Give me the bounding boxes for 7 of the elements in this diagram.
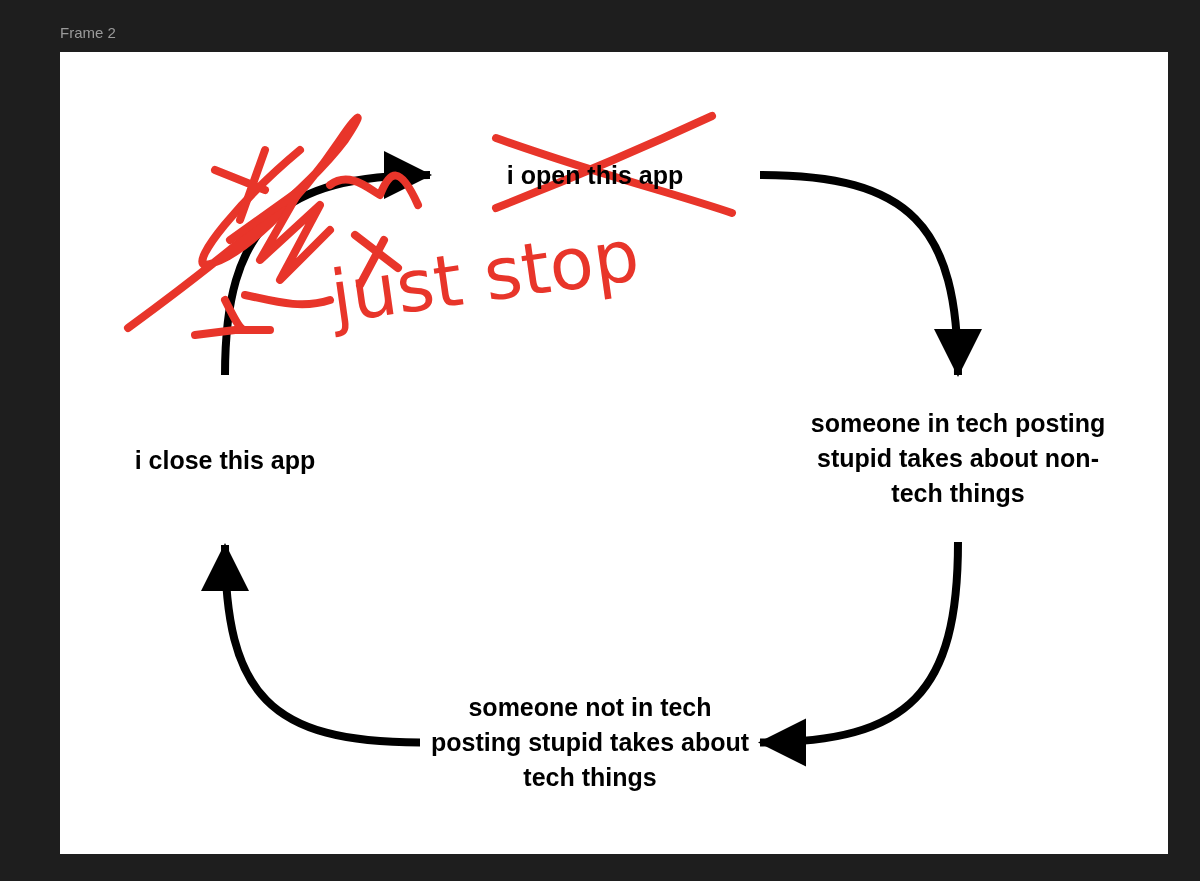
arrow — [759, 171, 981, 377]
frame-name: Frame 2 — [60, 23, 116, 43]
step-text: i close this app — [134, 444, 316, 476]
step-text: someone not in tech posting stupid takes about tech things — [429, 692, 751, 793]
step-text: someone in tech posting stupid takes about non-tech things — [809, 408, 1107, 509]
arrow — [202, 543, 421, 747]
arrow — [758, 541, 962, 766]
